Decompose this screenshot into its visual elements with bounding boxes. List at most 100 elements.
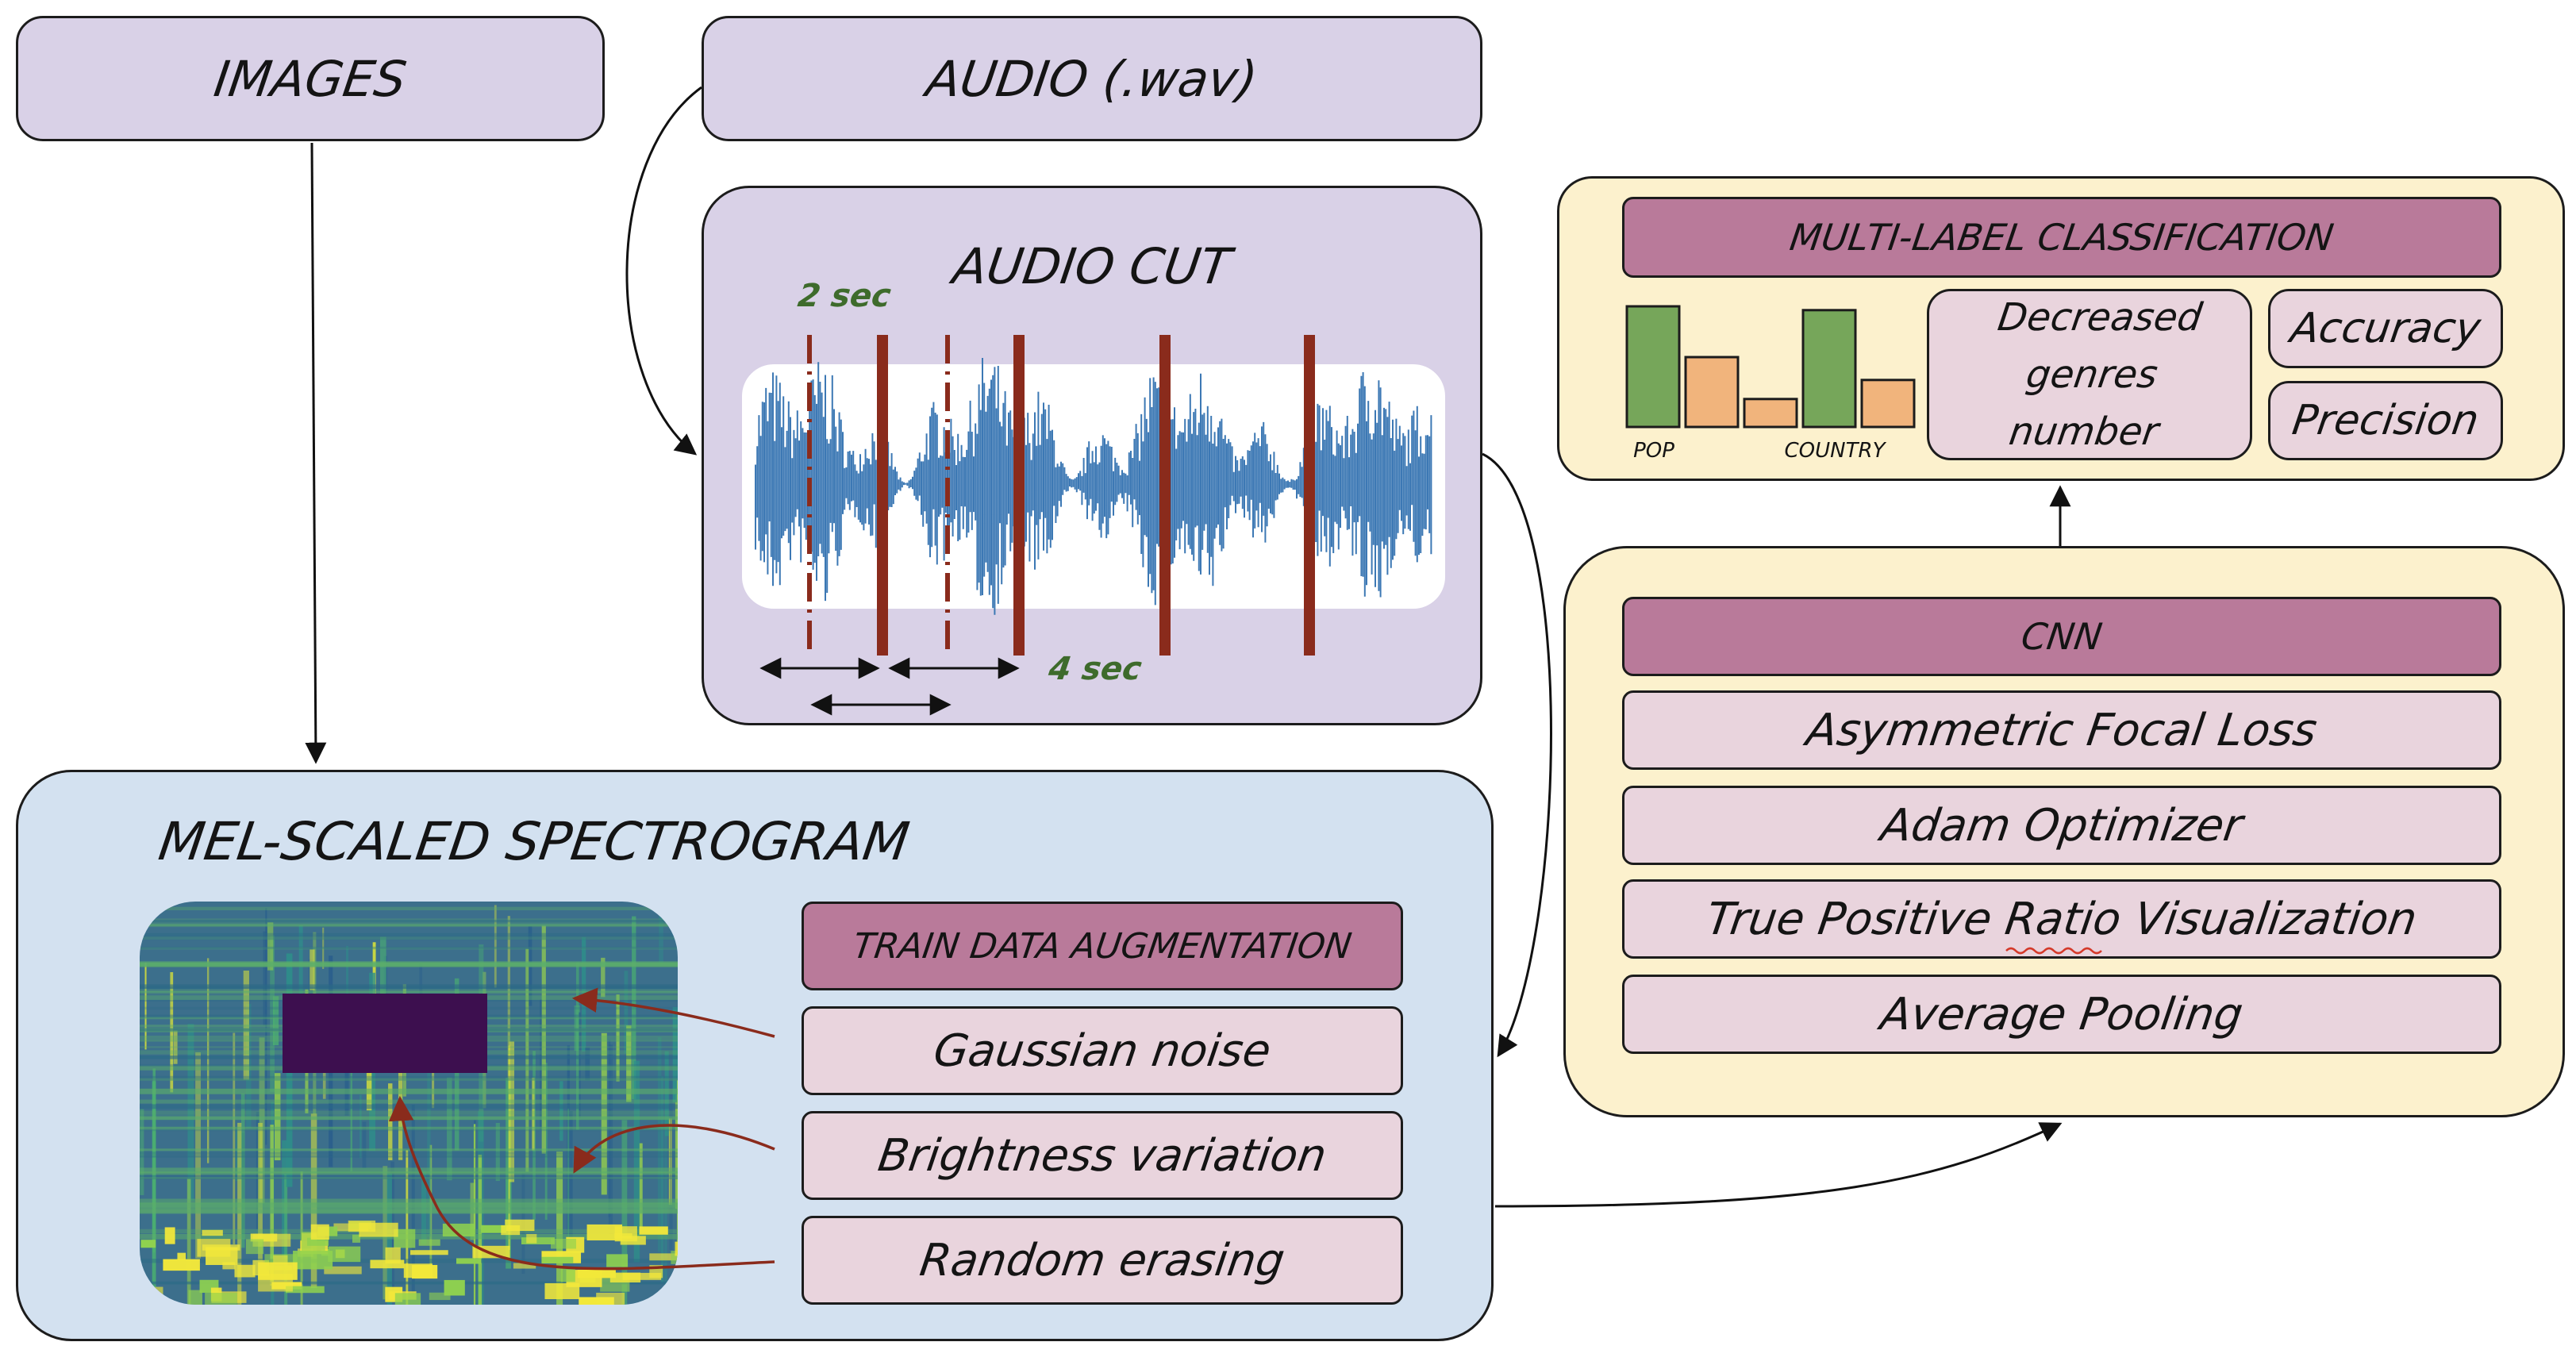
spectrogram-band xyxy=(140,1152,678,1155)
spectrogram-streak xyxy=(233,1032,236,1245)
spectrogram-band xyxy=(140,984,678,989)
arrow-gaussian xyxy=(571,987,775,1038)
spectrogram-streak xyxy=(508,1045,510,1250)
tpr-box: True Positive Ratio Visualization xyxy=(1622,879,2501,959)
spectrogram-streak xyxy=(639,1143,643,1228)
genre-bar xyxy=(1860,379,1916,429)
spectrogram-blob xyxy=(140,1240,156,1248)
arrow-audio-to-cut xyxy=(625,86,702,456)
arrow-cut-to-spectrogram xyxy=(1482,452,1552,1058)
spectrogram-streak xyxy=(362,1121,367,1168)
spectrogram-streak xyxy=(608,1040,611,1217)
spectrogram-blob xyxy=(394,1228,416,1248)
spectrogram-streak xyxy=(567,1111,573,1259)
spectrogram-band xyxy=(140,1155,678,1158)
spectrogram-band xyxy=(140,1208,678,1214)
spectrogram-streak xyxy=(525,948,529,1172)
spectrogram-streak xyxy=(532,1078,535,1151)
spectrogram-streak xyxy=(432,1044,435,1109)
spectrogram-streak xyxy=(567,1108,570,1251)
spectrogram-streak xyxy=(544,1063,548,1220)
spectrogram-streak xyxy=(541,925,546,1154)
spectrogram-streak xyxy=(556,1152,563,1305)
spectrogram-band xyxy=(140,946,678,949)
spectrogram-blob xyxy=(359,1222,398,1237)
spectrogram-blob xyxy=(586,1224,623,1241)
spectrogram-streak xyxy=(388,1083,393,1160)
spectrogram-streak xyxy=(668,1118,672,1205)
spectrogram-streak xyxy=(672,1006,678,1102)
spectrogram-streak xyxy=(657,1036,662,1252)
images-node: IMAGES xyxy=(16,16,605,141)
genre-label: POP xyxy=(1633,439,1674,463)
arrow-brightness xyxy=(573,1124,775,1174)
spectrogram-streak xyxy=(608,1044,613,1235)
spectrogram-band xyxy=(140,1148,678,1152)
spectrogram-band xyxy=(140,936,678,940)
spectrogram-streak xyxy=(270,935,275,1092)
spectrogram-band xyxy=(140,918,678,923)
spectrogram-band xyxy=(140,961,678,967)
spectrogram-streak xyxy=(144,963,147,1050)
spectrogram-blob xyxy=(671,1251,678,1264)
spectrogram-blob xyxy=(577,1270,616,1278)
genre-bar xyxy=(1625,305,1681,429)
spectrogram-streak xyxy=(601,1032,607,1195)
spectrogram-streak xyxy=(540,999,544,1130)
spectrogram-blob xyxy=(328,1246,361,1263)
spectrogram-band xyxy=(140,906,678,910)
random-erasing-box: Random erasing xyxy=(802,1216,1403,1305)
cnn-header: CNN xyxy=(1622,597,2501,676)
audio-node: AUDIO (.wav) xyxy=(702,16,1482,141)
spectrogram-band xyxy=(140,1129,678,1132)
genre-bar xyxy=(1684,356,1740,429)
spectrogram-band xyxy=(140,990,678,993)
spectrogram-blob xyxy=(163,1259,200,1271)
spectrogram-blob xyxy=(370,1259,405,1269)
arrow-images-to-spectrogram xyxy=(305,142,327,764)
spectrogram-streak xyxy=(267,922,274,971)
spectrogram-blob xyxy=(606,1254,629,1267)
spectrogram-blob xyxy=(410,1250,448,1255)
spectrogram-band xyxy=(140,986,678,990)
cut-lines xyxy=(807,335,1315,656)
gaussian-noise-box: Gaussian noise xyxy=(802,1006,1403,1095)
spectrogram-streak xyxy=(237,1122,242,1305)
arrow-spectrogram-to-cnn xyxy=(1494,1122,2063,1208)
spectrogram-streak xyxy=(660,1076,664,1283)
spectrogram-streak xyxy=(322,927,325,969)
spectrogram-streak xyxy=(265,908,267,1145)
spectrogram-blob xyxy=(456,1258,482,1264)
spectrogram-blob xyxy=(324,1266,362,1275)
spectrogram-streak xyxy=(559,1081,563,1141)
spectrogram-blob xyxy=(429,1292,451,1301)
pooling-box: Average Pooling xyxy=(1622,975,2501,1054)
spectrogram-blob xyxy=(197,1239,231,1257)
spectrogram-streak xyxy=(585,1047,590,1081)
spectrogram-streak xyxy=(170,971,174,1093)
spectrogram-blob xyxy=(385,1247,401,1264)
spectrogram-blob xyxy=(521,1237,555,1244)
multilabel-header: MULTI-LABEL CLASSIFICATION xyxy=(1622,197,2501,278)
spectrogram-blob xyxy=(614,1233,632,1239)
spectrogram-blob xyxy=(501,1225,521,1236)
spectrogram-band xyxy=(140,1078,678,1081)
spectrogram-streak xyxy=(310,949,315,990)
spectrogram-streak xyxy=(579,1012,581,1119)
spectrogram-streak xyxy=(633,1060,640,1263)
spectrogram-band xyxy=(140,936,678,940)
precision-box: Precision xyxy=(2268,381,2503,460)
spectrogram-blob xyxy=(541,1256,574,1263)
spectrogram-blob xyxy=(352,1234,360,1243)
spectrogram-streak xyxy=(187,1024,194,1201)
spectrogram-streak xyxy=(298,925,303,994)
spectrogram-streak xyxy=(616,994,620,1082)
spectrogram-blob xyxy=(676,1242,678,1255)
spectrogram-blob xyxy=(596,1292,625,1305)
spectrogram-blob xyxy=(649,1253,678,1261)
spectrogram-blob xyxy=(164,1227,175,1244)
spectrogram-streak xyxy=(494,905,497,988)
spectrogram-streak xyxy=(206,958,210,1163)
spectrogram-band xyxy=(140,1175,678,1180)
spectrogram-band xyxy=(140,1203,678,1209)
